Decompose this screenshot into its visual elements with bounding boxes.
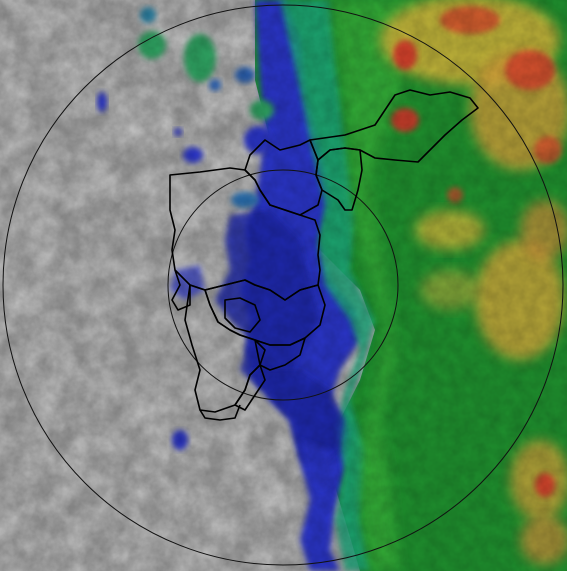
outer-range-ring xyxy=(2,4,564,566)
boundary-inner-district xyxy=(224,297,261,333)
inner-range-ring xyxy=(167,169,399,401)
boundary-south-district xyxy=(254,337,306,371)
boundary-west-spur xyxy=(171,269,191,311)
district-boundaries xyxy=(169,89,479,421)
range-rings xyxy=(2,4,564,566)
boundary-south-spur xyxy=(199,404,241,421)
boundary-far-south-district xyxy=(234,364,266,411)
